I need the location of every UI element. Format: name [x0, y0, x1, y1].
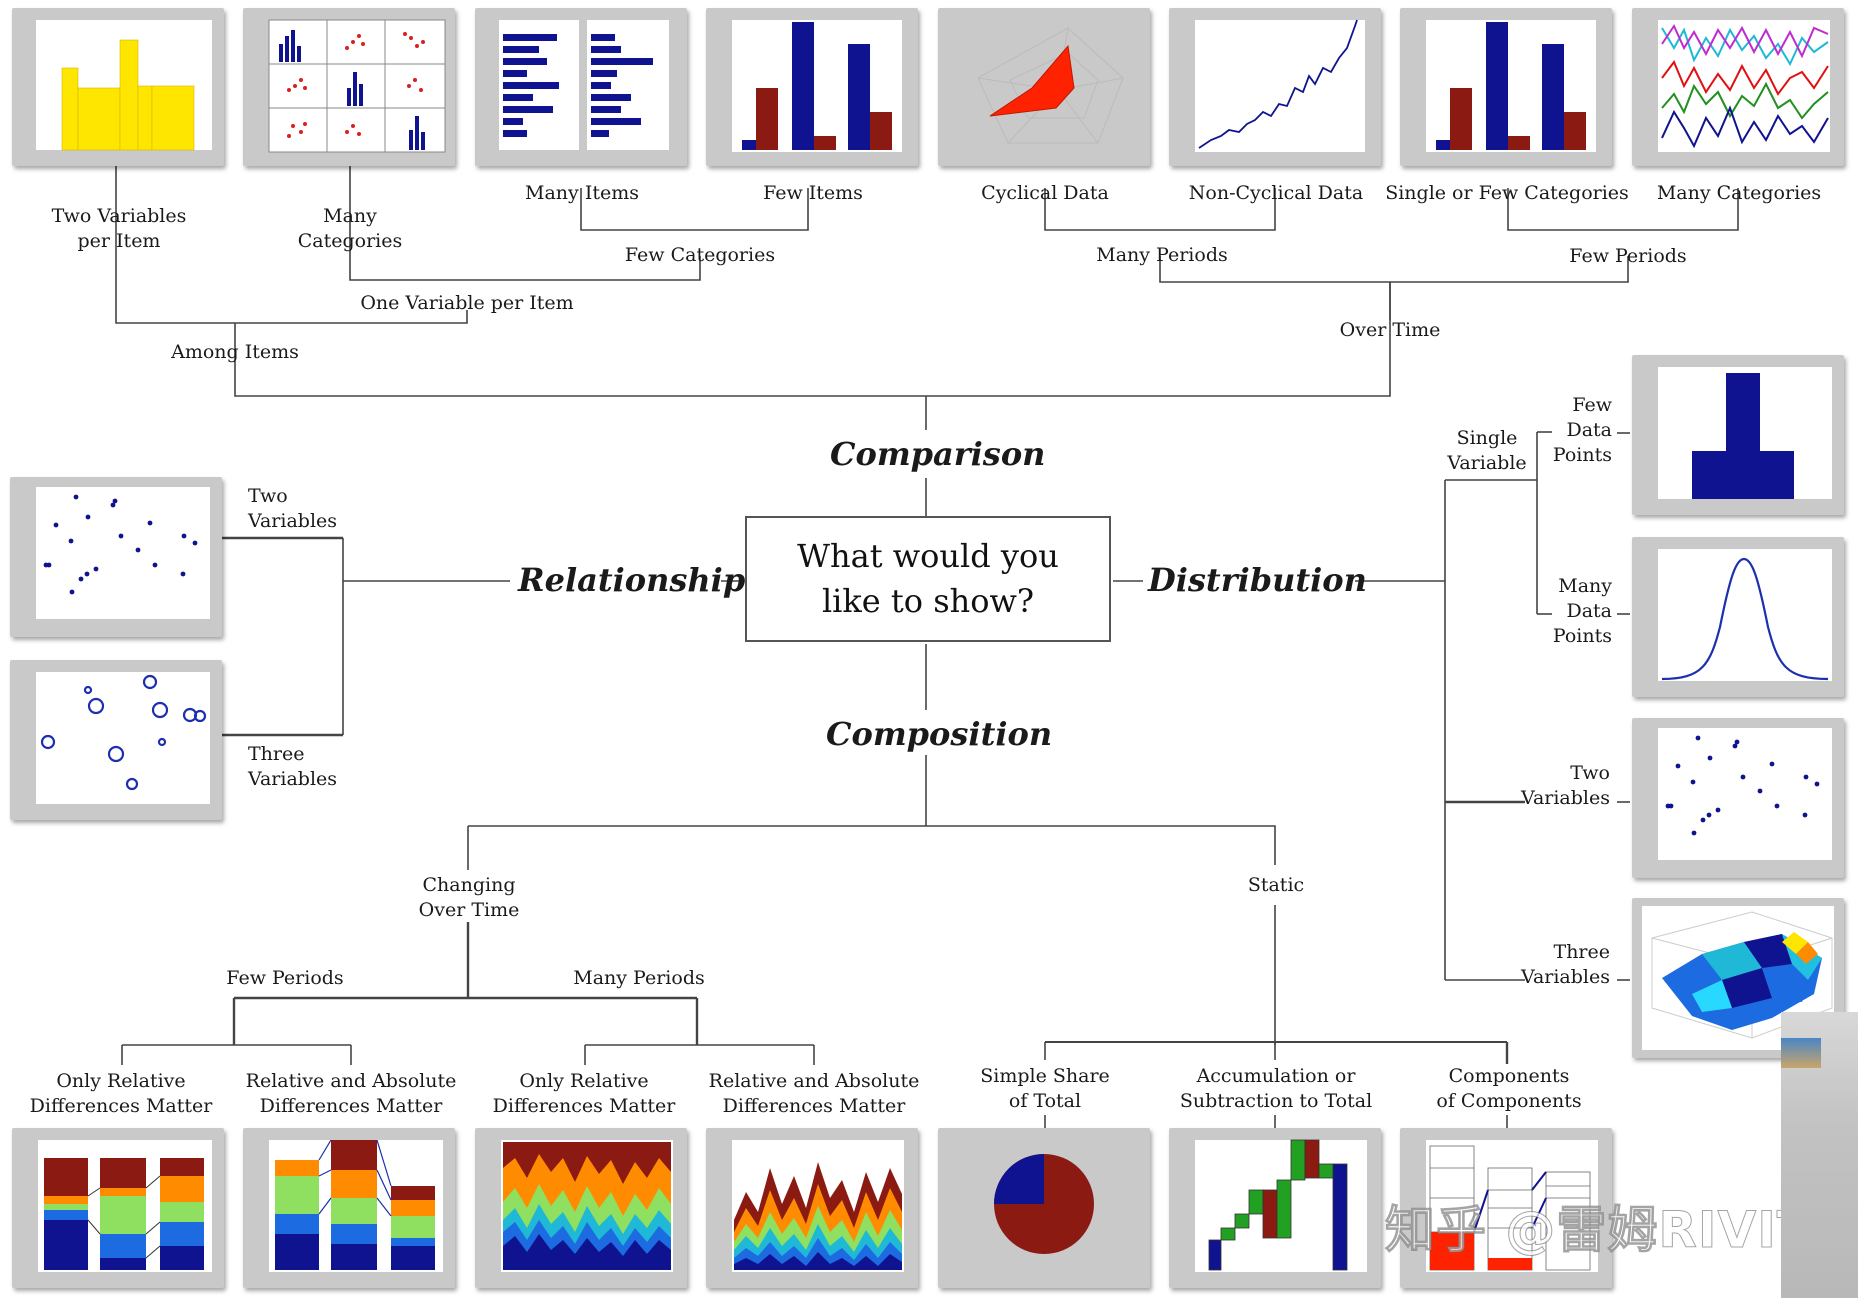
label-many-categories: Many Categories	[297, 205, 403, 252]
label-only-relative-2: Only Relative Differences Matter	[492, 1070, 676, 1117]
label-relative-absolute-1: Relative and Absolute Differences Matter	[245, 1070, 457, 1117]
label-many-items: Many Items	[525, 182, 639, 204]
label-non-cyclical-data: Non-Cyclical Data	[1188, 182, 1364, 204]
thumb-table-with-embedded-charts	[243, 8, 455, 166]
label-simple-share: Simple Share of Total	[980, 1065, 1110, 1112]
label-comp-few-periods: Few Periods	[226, 967, 344, 989]
category-comparison: Comparison	[830, 435, 1046, 473]
category-composition: Composition	[826, 715, 1053, 753]
thumb-stacked-area	[706, 1128, 918, 1288]
thumb-line-histogram	[1632, 537, 1844, 697]
label-dist-two-variables: Two Variables	[1520, 762, 1610, 809]
label-one-variable-per-item: One Variable per Item	[360, 292, 574, 314]
label-comp-many-periods: Many Periods	[573, 967, 705, 989]
video-overlay-thumbnail[interactable]	[1781, 1012, 1858, 1298]
label-single-variable: Single Variable	[1447, 427, 1527, 474]
label-over-time: Over Time	[1339, 319, 1441, 341]
label-many-data-points: Many Data Points	[1552, 575, 1612, 647]
label-few-categories: Few Categories	[624, 244, 776, 266]
thumb-variable-width-column	[12, 8, 224, 166]
label-two-variables-per-item: Two Variables per Item	[51, 205, 187, 252]
thumb-dist-scatter-chart	[1632, 718, 1844, 878]
label-few-data-points: Few Data Points	[1552, 394, 1612, 466]
thumb-bar-chart-horizontal	[475, 8, 687, 166]
label-single-or-few-categories: Single or Few Categories	[1385, 182, 1629, 204]
label-among-items: Among Items	[171, 341, 299, 363]
thumb-column-histogram	[1632, 355, 1844, 515]
thumb-line-chart	[1169, 8, 1381, 166]
label-few-items: Few Items	[763, 182, 863, 204]
overlay-image	[1781, 1038, 1821, 1068]
label-many-categories-time: Many Categories	[1656, 182, 1822, 204]
label-rel-two-variables: Two Variables	[248, 485, 338, 532]
thumb-stacked-100-column	[12, 1128, 224, 1288]
thumb-column-chart-over-time	[1400, 8, 1612, 166]
label-relative-absolute-2: Relative and Absolute Differences Matter	[708, 1070, 920, 1117]
center-question: What would you like to show?	[797, 537, 1059, 620]
label-static: Static	[1247, 874, 1305, 896]
category-distribution: Distribution	[1148, 561, 1367, 599]
thumb-stacked-100-column-with-subcomponents	[1400, 1128, 1612, 1288]
thumb-column-chart-few-items	[706, 8, 918, 166]
thumb-waterfall-chart	[1169, 1128, 1381, 1288]
label-few-periods: Few Periods	[1569, 245, 1687, 267]
thumb-bubble-chart	[10, 660, 222, 820]
thumb-stacked-column	[243, 1128, 455, 1288]
label-rel-three-variables: Three Variables	[248, 743, 338, 790]
label-only-relative-1: Only Relative Differences Matter	[29, 1070, 213, 1117]
thumb-radar-chart	[938, 8, 1150, 166]
center-question-box: What would you like to show?	[745, 516, 1111, 642]
label-cyclical-data: Cyclical Data	[981, 182, 1109, 204]
thumb-stacked-100-area	[475, 1128, 687, 1288]
watermark-text: 知乎 @雷姆RIVIT	[1385, 1201, 1812, 1260]
label-components: Components of Components	[1436, 1065, 1582, 1112]
thumb-scatter-chart	[10, 477, 222, 637]
label-many-periods: Many Periods	[1096, 244, 1228, 266]
label-dist-three-variables: Three Variables	[1520, 941, 1610, 988]
thumb-pie-chart	[938, 1128, 1150, 1288]
thumb-multi-line-chart	[1632, 8, 1844, 166]
label-changing-over-time: Changing Over Time	[418, 874, 520, 921]
label-accumulation: Accumulation or Subtraction to Total	[1179, 1065, 1373, 1112]
category-relationship: Relationship	[518, 561, 746, 599]
